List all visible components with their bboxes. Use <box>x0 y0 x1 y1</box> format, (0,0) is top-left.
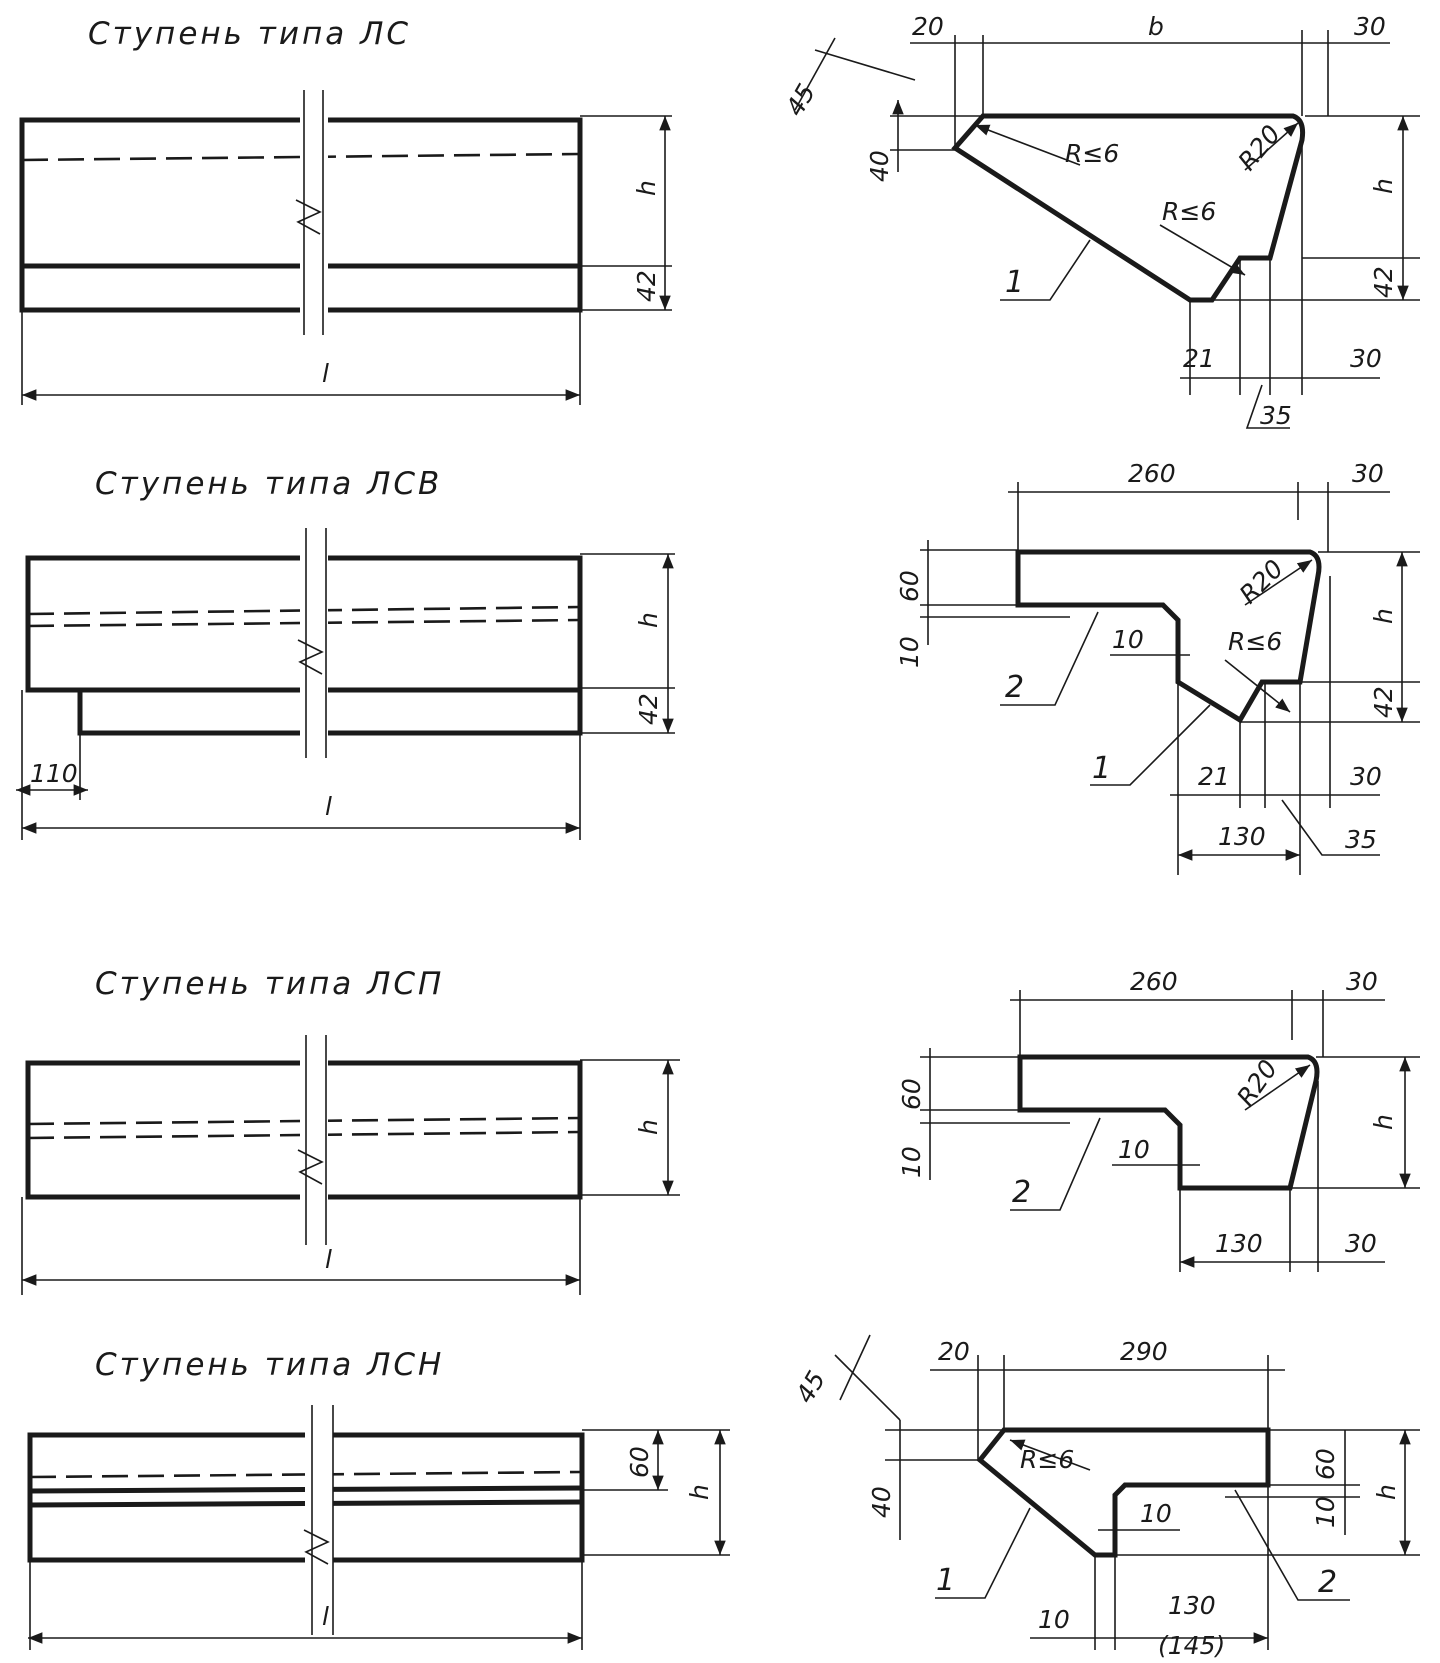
dim-left-bottom: 10 <box>895 636 924 668</box>
break-mark <box>297 639 324 675</box>
side-view: h 42 110 l <box>15 528 675 840</box>
dim-bottom-width: 130 <box>1215 1229 1263 1258</box>
dim-notch: 10 <box>1118 1135 1150 1164</box>
hidden-line <box>21 152 581 162</box>
radius-top-left: R≤6 <box>1020 1445 1074 1474</box>
height-label: h <box>634 612 663 628</box>
section-title: Ступень типа ЛСП <box>95 966 444 1002</box>
dim-left-height: 40 <box>865 150 894 182</box>
dim-right-bottom: 42 <box>1369 686 1398 718</box>
radius-top-right: R20 <box>1231 1055 1283 1112</box>
dim-right-bottom: 42 <box>1369 266 1398 298</box>
dim-top-mid: b <box>1148 12 1164 41</box>
dim-right-height: h <box>1372 1484 1401 1500</box>
side-view: h 42 l <box>19 90 672 405</box>
offset-label: 110 <box>30 759 78 788</box>
callout-2: 2 <box>1318 1565 1337 1600</box>
dim-left-top: 60 <box>897 1078 926 1110</box>
dim-bottom-right: 30 <box>1345 1229 1377 1258</box>
dim-top-right: 30 <box>1352 459 1384 488</box>
break-mark <box>297 1149 324 1185</box>
radius-bottom: R≤6 <box>1162 197 1216 226</box>
length-label: l <box>325 1245 332 1274</box>
callout-2: 2 <box>1012 1175 1031 1210</box>
section-lsv: Ступень типа ЛСВ h 42 110 l <box>15 459 1420 875</box>
break-gap <box>300 1035 328 1245</box>
profile: 20 b 30 45 40 R≤6 R20 R≤6 h 42 21 <box>780 12 1420 430</box>
dim-right-mid: 10 <box>1311 1496 1340 1528</box>
section-lsn: Ступень типа ЛСН 60 h l 45 <box>27 1334 1420 1660</box>
bottom-dim-label: 42 <box>634 693 663 725</box>
dim-bottom-mid: 35 <box>1260 401 1292 430</box>
dim-right-height: h <box>1369 608 1398 624</box>
dim-bottom-left: 10 <box>1038 1605 1070 1634</box>
dim-bottom-alt: (145) <box>1158 1631 1225 1660</box>
radius-bottom: R≤6 <box>1228 627 1282 656</box>
dim-top-right: 30 <box>1354 12 1386 41</box>
dim-bevel: 45 <box>790 1366 831 1408</box>
dim-top-left: 20 <box>912 12 944 41</box>
dim-bottom-left: 21 <box>1183 344 1215 373</box>
height-label: h <box>685 1484 714 1500</box>
section-lsp: Ступень типа ЛСП h l 260 30 <box>21 966 1420 1295</box>
length-label: l <box>322 1602 329 1631</box>
nosing-outline <box>77 690 583 736</box>
dim-bottom-right: 30 <box>1350 762 1382 791</box>
callout-2: 2 <box>1005 670 1024 705</box>
side-view: 60 h l <box>27 1405 730 1650</box>
radius-top-left: R≤6 <box>1065 139 1119 168</box>
break-mark <box>303 1529 330 1565</box>
side-view: h l <box>21 1035 680 1295</box>
break-gap <box>305 1405 333 1635</box>
profile: 260 30 60 10 10 R20 R≤6 h 42 <box>895 459 1420 875</box>
section-title: Ступень типа ЛС <box>88 16 411 52</box>
section-ls: Ступень типа ЛС h 42 l <box>19 12 1420 430</box>
dim-bottom-mid: 35 <box>1345 825 1377 854</box>
dim-bottom-right: 30 <box>1350 344 1382 373</box>
dim-left-height: 40 <box>867 1486 896 1518</box>
dim-right-top: 60 <box>1311 1448 1340 1480</box>
dim-bottom-width: 130 <box>1218 822 1266 851</box>
callout-1: 1 <box>1005 265 1024 300</box>
profile: 45 20 290 40 R≤6 10 60 10 h <box>790 1334 1420 1660</box>
dim-top-width: 260 <box>1130 967 1178 996</box>
dim-bottom-width: 130 <box>1168 1591 1216 1620</box>
radius-top-right: R20 <box>1232 120 1286 176</box>
dim-left-bottom: 10 <box>897 1146 926 1178</box>
profile-outline <box>1015 549 1322 724</box>
callout-1: 1 <box>936 1563 955 1598</box>
profile-outline <box>1017 1054 1320 1191</box>
dim-bevel: 45 <box>780 79 821 121</box>
profile-outline <box>951 113 1306 303</box>
dim-notch: 10 <box>1140 1499 1172 1528</box>
dim-right-height: h <box>1369 1114 1398 1130</box>
dim-top-width: 290 <box>1120 1337 1168 1366</box>
length-label: l <box>325 792 332 821</box>
dim-bottom-left: 21 <box>1198 762 1230 791</box>
profile-outline <box>976 1427 1271 1558</box>
break-mark <box>295 199 322 235</box>
section-title: Ступень типа ЛСВ <box>95 466 442 502</box>
profile: 260 30 60 10 10 R20 h 130 30 2 <box>897 967 1420 1272</box>
callout-1: 1 <box>1092 751 1111 786</box>
dim-top-width: 260 <box>1128 459 1176 488</box>
dim-left-top: 60 <box>895 570 924 602</box>
bottom-dim-label: 42 <box>632 270 661 302</box>
dim-notch: 10 <box>1112 625 1144 654</box>
top-dim-label: 60 <box>625 1446 654 1478</box>
height-label: h <box>634 1119 663 1135</box>
section-title: Ступень типа ЛСН <box>95 1347 444 1383</box>
height-label: h <box>632 180 661 196</box>
dim-top-left: 20 <box>938 1337 970 1366</box>
radius-top-right: R20 <box>1234 554 1289 609</box>
dim-top-right: 30 <box>1346 967 1378 996</box>
dim-right-height: h <box>1369 178 1398 194</box>
length-label: l <box>322 359 329 388</box>
